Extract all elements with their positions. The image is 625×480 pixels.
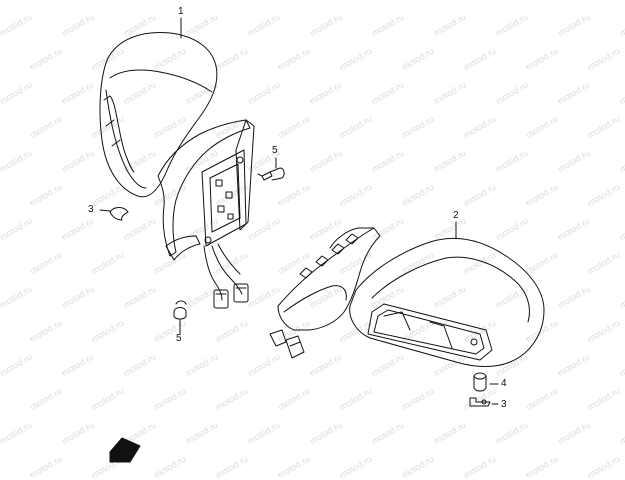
callout-5-lower: 5 xyxy=(176,333,182,344)
bolt-lower xyxy=(173,300,187,335)
callout-1: 1 xyxy=(178,6,184,17)
callout-4: 4 xyxy=(501,378,507,389)
clip-left xyxy=(99,207,129,221)
callout-2: 2 xyxy=(453,210,459,221)
left-mirror-assembly xyxy=(99,17,255,309)
diagram-drawing: FWD xyxy=(99,17,545,463)
clip-right xyxy=(469,397,499,407)
bolt-upper xyxy=(257,157,285,181)
callout-3-right: 3 xyxy=(501,399,507,410)
right-mirror-assembly xyxy=(269,221,545,367)
nut xyxy=(473,372,499,392)
callout-5-upper: 5 xyxy=(272,145,278,156)
callout-3-left: 3 xyxy=(88,204,94,215)
fwd-arrow-icon xyxy=(109,437,141,463)
